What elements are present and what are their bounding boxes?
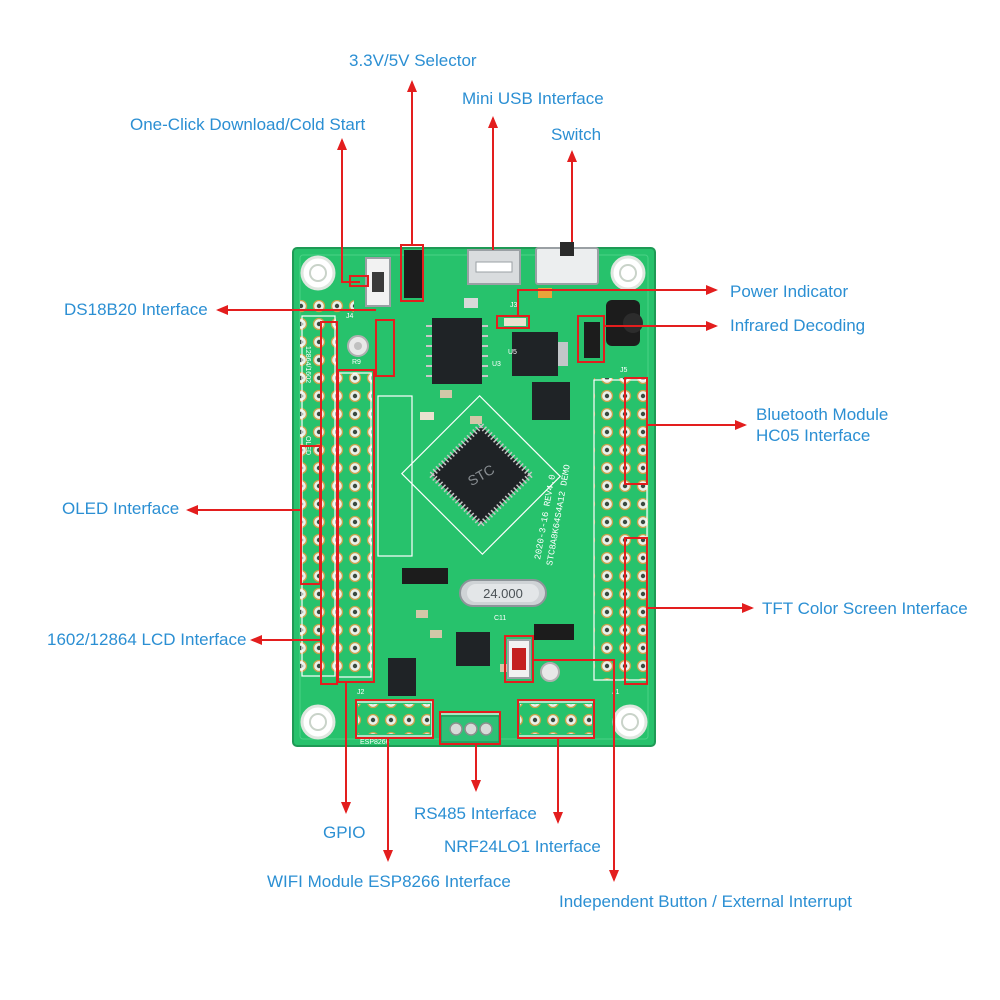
annotation-arrows [186,80,754,882]
arrow-button [533,659,619,882]
label-button: Independent Button / External Interrupt [559,892,852,911]
label-switch: Switch [551,125,602,144]
gpio-header-holes [336,372,372,678]
highlight-gpio [337,369,375,683]
highlight-rs485 [439,711,501,745]
reset-button-part [365,257,391,307]
silk-u3: U3 [492,361,501,368]
silk-r9: R9 [352,359,361,366]
label-infrared: Infrared Decoding [730,316,866,335]
highlight-esp8266 [355,699,434,739]
label-usb: Mini USB Interface [462,89,604,108]
silk-esp: ESP8266 [360,739,390,746]
label-power: Power Indicator [730,282,849,301]
highlight-power [496,315,530,329]
label-selector: 3.3V/5V Selector [349,51,477,70]
nrf-holes [520,704,592,734]
highlight-infrared [577,315,605,363]
arrow-download [337,138,360,283]
left-header-holes [300,315,336,675]
label-lcd: 1602/12864 LCD Interface [47,630,247,649]
right-header-holes [594,378,648,680]
silk-u5: U5 [508,349,517,356]
highlight-nrf [517,699,595,739]
label-tft: TFT Color Screen Interface [762,599,968,618]
pcb-board: STC 2020-3-16 REV4.0 STC8A8K64S4A12 DEMO… [292,242,656,747]
ir-receiver [606,300,643,346]
label-wifi: WIFI Module ESP8266 Interface [267,872,511,891]
label-bluetooth-line2: HC05 Interface [756,426,871,445]
power-switch [535,242,599,285]
crystal-label: 24.000 [483,586,523,601]
silk-j1: J1 [612,689,620,696]
silk-j3: J3 [510,302,518,309]
label-rs485: RS485 Interface [414,804,537,823]
label-gpio: GPIO [323,823,366,842]
highlight-ds18b20 [375,319,395,377]
silk-j2: J2 [357,689,365,696]
label-ds18b20: DS18B20 Interface [64,300,208,319]
label-bluetooth: Bluetooth Module HC05 Interface [756,404,888,446]
silk-c11: C11 [494,615,506,622]
esp8266-holes [358,704,430,734]
components [347,288,570,696]
label-nrf: NRF24LO1 Interface [444,837,601,856]
label-oled: OLED Interface [62,499,180,518]
rs485-terminal [440,715,500,743]
highlight-bluetooth [624,377,648,485]
arrow-power [517,285,718,316]
highlight-tft [624,537,648,685]
jumpers [402,250,600,640]
silk-j5: J5 [620,367,628,374]
crystal-oscillator: 24.000 [459,579,547,607]
silk-j4: J4 [346,313,354,320]
mounting-holes [300,255,648,740]
label-bluetooth-line1: Bluetooth Module [756,405,889,424]
mini-usb-connector [467,249,521,285]
button-cap [512,648,526,670]
label-download: One-Click Download/Cold Start [130,115,366,134]
silk-lcd: 12864/1602 [304,346,311,383]
